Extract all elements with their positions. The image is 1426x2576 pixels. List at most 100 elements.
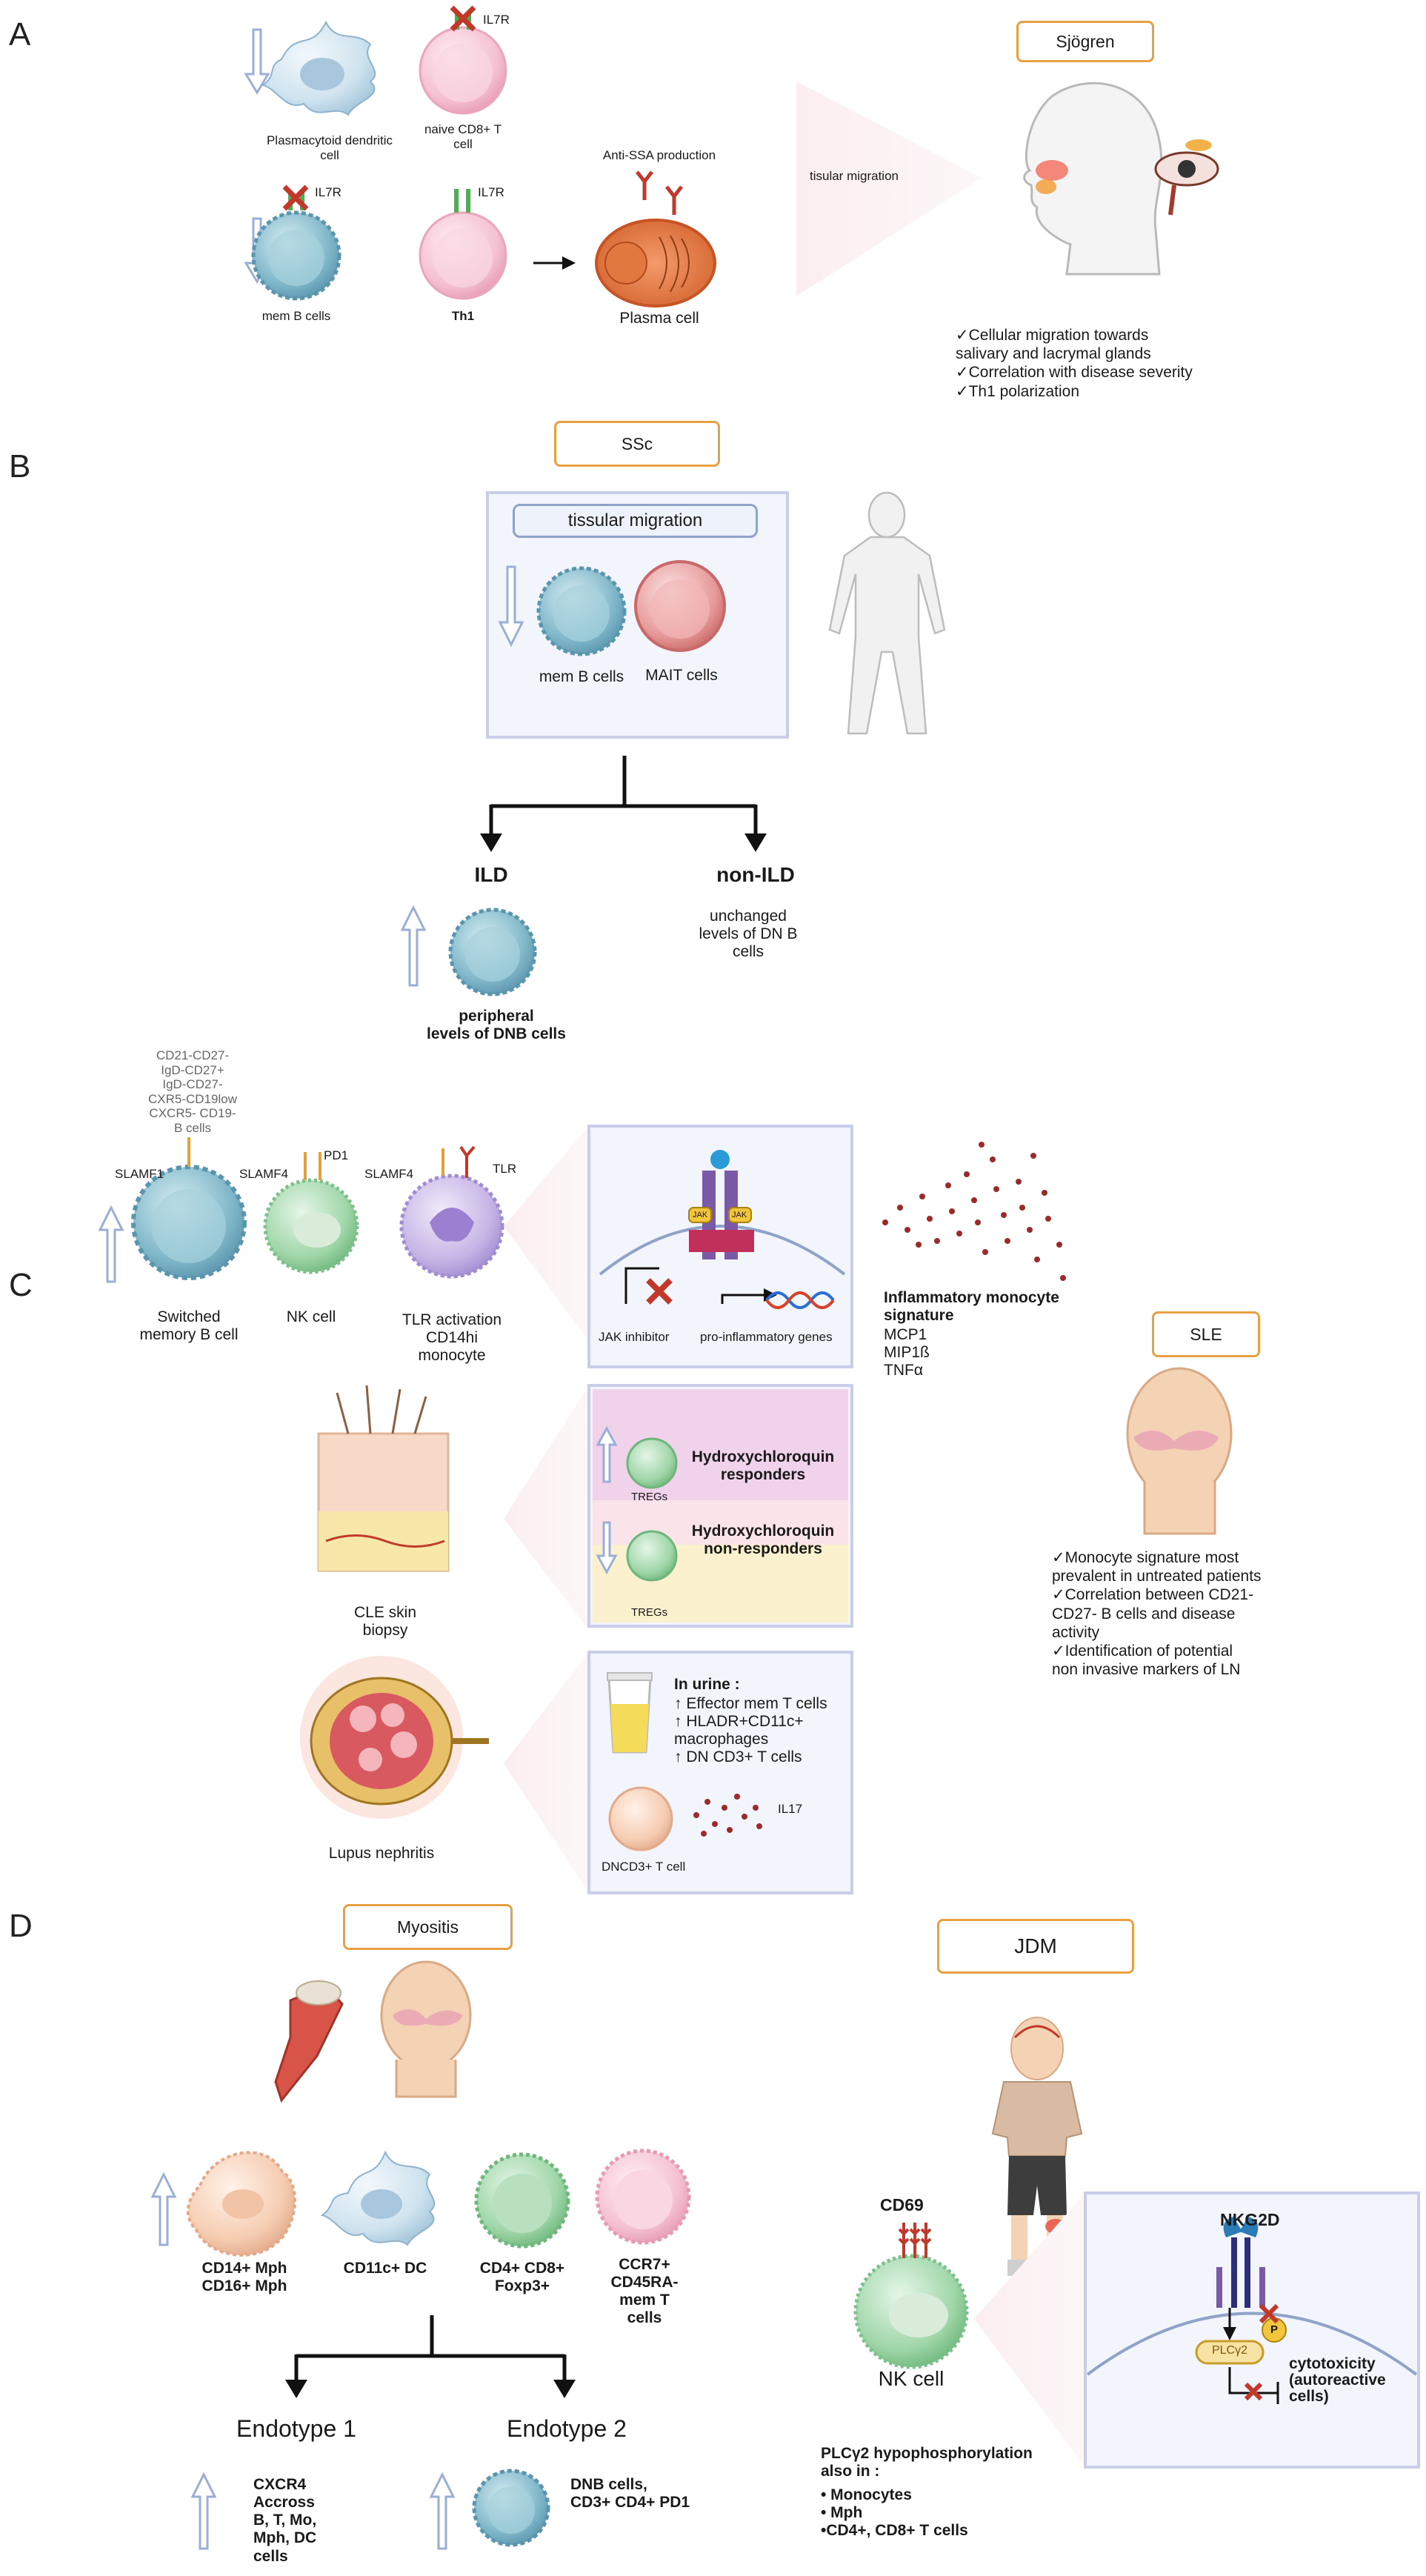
urine-findings: ↑ Effector mem T cells ↑ HLADR+CD11c+ ma… xyxy=(674,1695,827,1766)
head-icon xyxy=(380,1960,472,2098)
il7r-label: IL7R xyxy=(315,185,341,199)
up-arrow-icon xyxy=(596,1425,618,1483)
cross-icon xyxy=(1244,2382,1263,2401)
endotype-1-markers: CXCR4 Accross B, T, Mo, Mph, DC cells xyxy=(253,2476,317,2565)
mait-label: MAIT cells xyxy=(645,667,718,684)
branch-connector xyxy=(489,756,758,837)
myositis-tag: Myositis xyxy=(343,1904,513,1950)
jak-receptor-icon xyxy=(688,1150,754,1259)
jak-inhibitor-label: JAK inhibitor xyxy=(599,1330,670,1344)
dncd3-t-cell-icon xyxy=(608,1786,673,1851)
panel-label-c: C xyxy=(9,1267,33,1303)
ccr7-label: CCR7+ CD45RA- mem T cells xyxy=(610,2256,679,2327)
finding-line: ✓Identification of potential xyxy=(1052,1642,1233,1660)
up-arrow-icon xyxy=(400,905,427,987)
down-arrow-icon xyxy=(596,1521,618,1575)
treg-cell-icon xyxy=(626,1530,678,1582)
branch-connector xyxy=(294,2315,567,2382)
cle-label: CLE skin biopsy xyxy=(353,1604,417,1640)
treg-label: TREGs xyxy=(631,1606,668,1619)
cd4-cd8-label: CD4+ CD8+ Foxp3+ xyxy=(479,2260,565,2295)
hcq-responders-label: Hydroxychloroquin responders xyxy=(691,1448,835,1484)
pd1-label: PD1 xyxy=(324,1148,349,1162)
plcg2-icon xyxy=(1195,2340,1265,2365)
plcg2-title: PLCγ2 hypophosphorylation also in : xyxy=(821,2445,1033,2480)
treg-label: TREGs xyxy=(631,1491,668,1503)
ssc-tag: SSc xyxy=(554,421,720,467)
eye-icon xyxy=(1154,139,1219,216)
dnb-cell-icon xyxy=(448,908,537,996)
macrophage-icon xyxy=(186,2151,297,2257)
inhibition-icon xyxy=(624,1267,659,1304)
skin-biopsy-icon xyxy=(317,1385,450,1572)
il17-label: IL17 xyxy=(778,1802,803,1816)
up-arrow-icon xyxy=(429,2472,456,2550)
finding-line: ✓Monocyte signature most xyxy=(1052,1549,1239,1566)
up-arrow-icon xyxy=(98,1205,124,1283)
cross-icon xyxy=(282,184,309,211)
plcg2-label: PLCγ2 xyxy=(1211,2344,1248,2357)
non-ild-label: non-ILD xyxy=(716,863,795,886)
endotype-1-label: Endotype 1 xyxy=(236,2415,356,2442)
face-profile-icon xyxy=(1023,81,1163,276)
finding-line: ✓Correlation with disease severity xyxy=(956,364,1193,382)
finding-line: salivary and lacrymal glands xyxy=(956,345,1151,363)
sle-tag: SLE xyxy=(1152,1311,1260,1357)
pro-inflammatory-label: pro-inflammatory genes xyxy=(700,1330,833,1344)
jak-fan xyxy=(504,1126,589,1341)
peripheral-dnb-label: peripheral levels of DNB cells xyxy=(427,1008,566,1043)
treg-fan xyxy=(504,1385,589,1630)
nkg2d-receptor-icon xyxy=(1216,2217,1265,2308)
down-arrow-icon xyxy=(498,565,524,648)
finding-line: CD27- B cells and disease xyxy=(1052,1605,1236,1623)
th1-label: Th1 xyxy=(451,309,475,323)
tlr-label: TLR xyxy=(493,1162,517,1176)
nk-cell-icon xyxy=(853,2223,969,2369)
inhibition-icon xyxy=(1228,2367,1279,2404)
cross-icon xyxy=(1259,2303,1279,2324)
naive-cd8-label: naive CD8+ T cell xyxy=(424,122,502,151)
plcg2-cell-list: • Monocytes • Mph •CD4+, CD8+ T cells xyxy=(821,2486,968,2540)
slamf1-label: SLAMF1 xyxy=(115,1167,164,1181)
cd69-label: CD69 xyxy=(880,2195,924,2214)
sjogren-tag: Sjögren xyxy=(1016,21,1154,62)
switched-memory-b-label: Switched memory B cell xyxy=(139,1308,239,1344)
muscle-icon xyxy=(274,1980,344,2103)
cytotoxicity-label: cytotoxicity (autoreactive cells) xyxy=(1289,2355,1386,2406)
inflammatory-signature-title: Inflammatory monocyte signature xyxy=(884,1289,1059,1325)
human-body-icon xyxy=(828,491,946,735)
nk-cell-icon xyxy=(263,1152,359,1274)
nkg2d-label: NKG2D xyxy=(1220,2210,1280,2229)
endotype-2-label: Endotype 2 xyxy=(507,2415,627,2442)
monocyte-icon xyxy=(399,1145,504,1279)
urine-cup-icon xyxy=(607,1672,653,1754)
jdm-tag: JDM xyxy=(937,1919,1134,1974)
treg-cell-icon xyxy=(626,1437,678,1489)
migration-label: tisular migration xyxy=(810,169,899,183)
dnb-cell-icon xyxy=(472,2469,550,2547)
nk-fan xyxy=(974,2193,1085,2467)
memory-t-cell-icon xyxy=(595,2149,691,2245)
b-cell-markers: CD21-CD27- IgD-CD27+ IgD-CD27- CXR5-CD19… xyxy=(148,1048,237,1135)
urine-title: In urine : xyxy=(674,1676,740,1693)
nkg2d-box xyxy=(1084,2191,1420,2469)
panel-label-b: B xyxy=(9,448,31,485)
urine-fan xyxy=(504,1652,589,1893)
finding-line: ✓Correlation between CD21- xyxy=(1052,1586,1254,1604)
mem-b-label: mem B cells xyxy=(261,309,331,323)
kidney-icon xyxy=(300,1656,489,1819)
finding-line: prevalent in untreated patients xyxy=(1052,1568,1262,1585)
dncd3-label: DNCD3+ T cell xyxy=(602,1860,686,1874)
panel-label-a: A xyxy=(9,16,31,53)
finding-line: non invasive markers of LN xyxy=(1052,1661,1241,1679)
up-arrow-icon xyxy=(150,2171,177,2246)
finding-line: ✓Th1 polarization xyxy=(956,382,1080,400)
cross-icon xyxy=(646,1278,673,1305)
slamf4-label: SLAMF4 xyxy=(239,1167,289,1181)
migration-fan xyxy=(796,81,982,296)
cd4-cd8-foxp3-cell-icon xyxy=(474,2152,570,2249)
macrophage-label: CD14+ Mph CD16+ Mph xyxy=(201,2260,287,2295)
cytokine-dots xyxy=(882,1142,1066,1281)
tissular-migration-title: tissular migration xyxy=(513,504,758,538)
